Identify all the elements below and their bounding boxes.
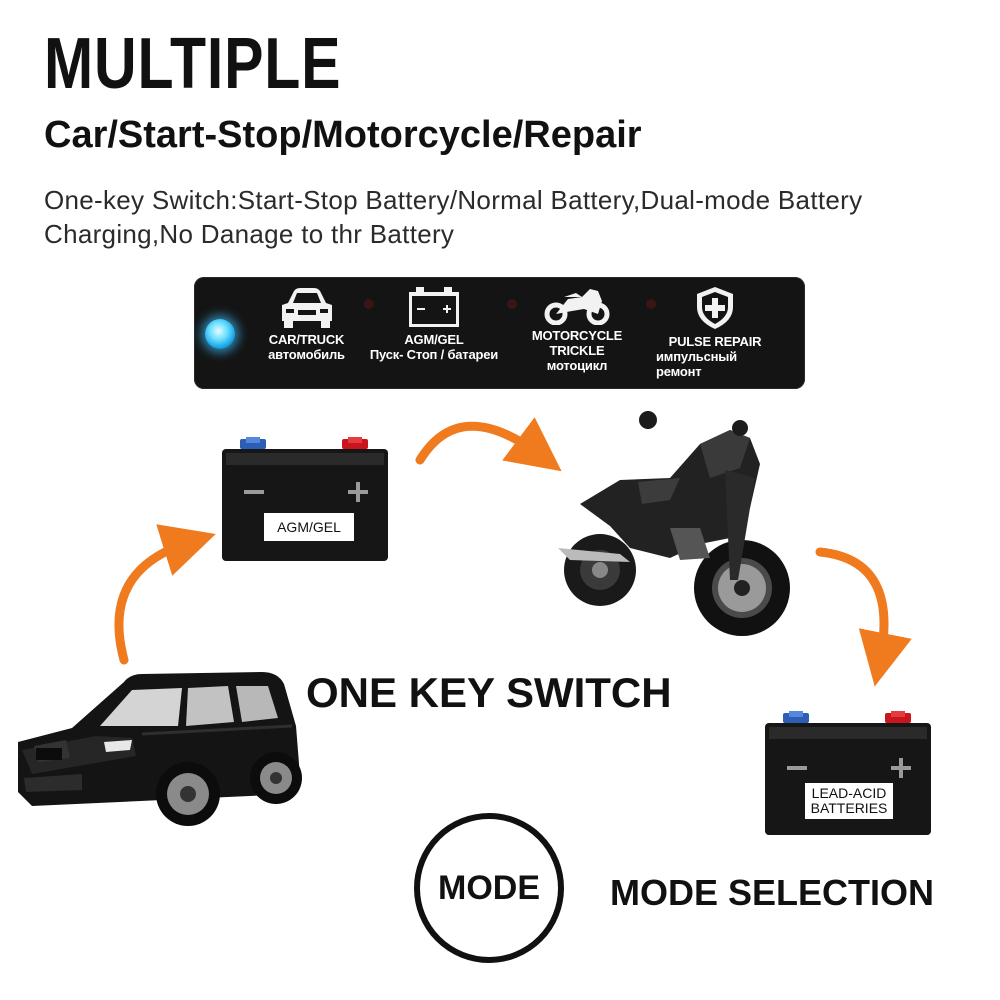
mode-label: AGM/GEL	[404, 332, 464, 347]
mode-agm-gel[interactable]: AGM/GEL Пуск- Стоп / батареи	[359, 285, 509, 362]
battery-type-label: AGM/GEL	[264, 513, 354, 541]
mode-label: ремонт	[656, 364, 702, 379]
mode-label: Пуск- Стоп / батареи	[369, 347, 499, 362]
motorcycle-icon	[544, 289, 610, 325]
indicator-led	[364, 299, 374, 309]
arrow-motorcycle-to-lead-acid	[815, 547, 912, 687]
arrow-agm-to-motorcycle	[415, 417, 562, 472]
motorcycle-image	[558, 411, 790, 636]
mode-pulse-repair[interactable]: PULSE REPAIR импульсный ремонт	[650, 285, 780, 379]
feature-description: One-key Switch:Start-Stop Battery/Normal…	[44, 185, 863, 249]
mode-label: автомобиль	[268, 347, 345, 362]
mode-label: MOTORCYCLE	[531, 328, 623, 343]
mode-label: TRICKLE	[549, 343, 605, 358]
car-image	[18, 672, 302, 826]
mode-selection-label: MODE SELECTION	[610, 872, 935, 913]
car-icon	[281, 288, 332, 328]
mode-car-truck[interactable]: CAR/TRUCK автомобиль	[244, 285, 369, 362]
charger-control-panel: CAR/TRUCK автомобиль AGM/GEL Пуск- Стоп …	[194, 277, 805, 389]
mode-button[interactable]: MODE	[414, 813, 564, 963]
mode-label: мотоцикл	[546, 358, 608, 373]
page-subtitle: Car/Start-Stop/Motorcycle/Repair	[44, 114, 642, 156]
agm-gel-battery: AGM/GEL	[222, 437, 388, 561]
battery-type-line: BATTERIES	[810, 800, 888, 816]
mode-label: импульсный	[656, 349, 737, 364]
active-mode-led	[205, 319, 235, 349]
arrow-car-to-agm	[114, 524, 216, 665]
one-key-switch-heading: ONE KEY SWITCH	[306, 669, 672, 716]
mode-motorcycle-trickle[interactable]: MOTORCYCLE TRICKLE мотоцикл	[512, 285, 642, 373]
page-title: MULTIPLE	[44, 24, 342, 104]
indicator-led	[507, 299, 517, 309]
mode-label: CAR/TRUCK	[268, 332, 345, 347]
indicator-led	[646, 299, 656, 309]
mode-label: PULSE REPAIR	[668, 334, 762, 349]
battery-icon	[409, 287, 459, 327]
battery-type-label: LEAD-ACID BATTERIES	[805, 783, 893, 819]
pulse-repair-icon	[697, 287, 733, 329]
battery-type-line: LEAD-ACID	[811, 785, 887, 801]
lead-acid-battery: LEAD-ACID BATTERIES	[765, 711, 931, 835]
